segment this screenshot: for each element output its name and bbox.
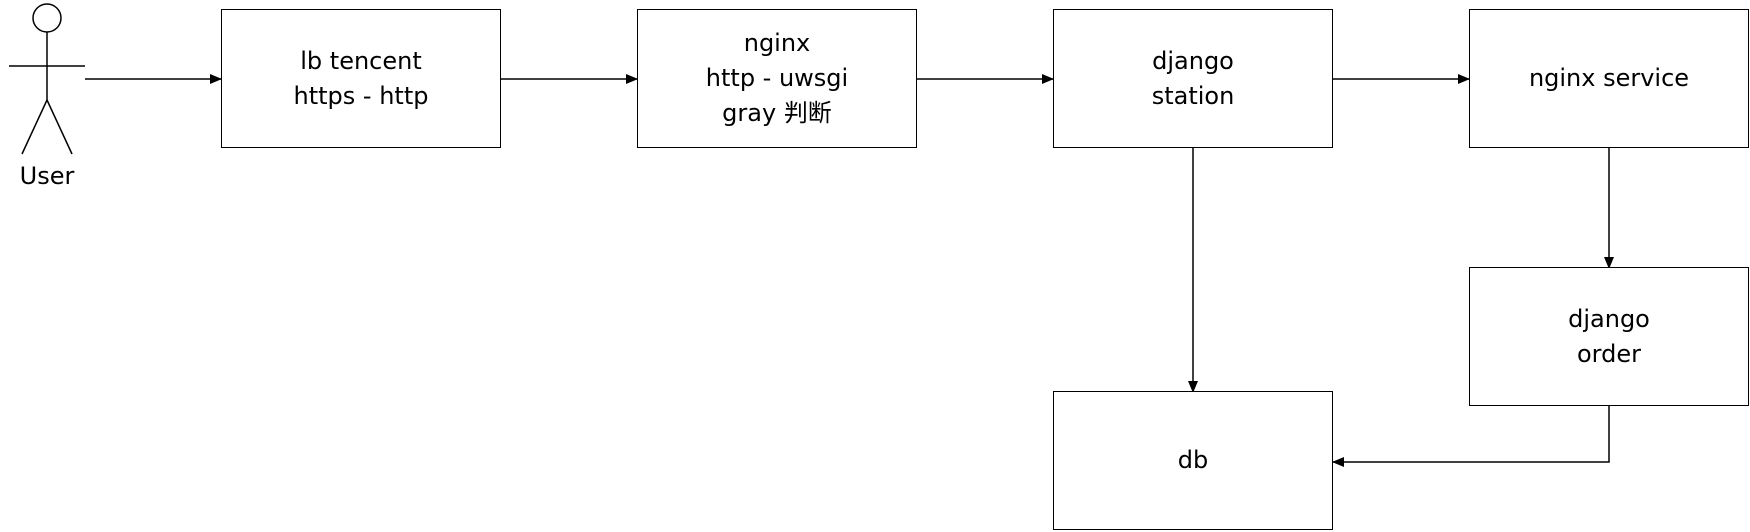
django-station-node: django station: [1053, 9, 1333, 148]
node-label-line: nginx service: [1528, 64, 1690, 92]
node-label-line: db: [1177, 446, 1209, 474]
db-node: db: [1053, 391, 1333, 530]
node-label-line: gray 判断: [722, 99, 832, 127]
node-label-line: nginx: [743, 29, 811, 57]
node-label-line: django: [1568, 304, 1650, 333]
node-label-line: order: [1577, 339, 1641, 368]
user-actor-icon: [9, 3, 85, 155]
node-label-line: lb tencent: [300, 46, 422, 75]
user-label: User: [19, 162, 75, 190]
node-label-line: station: [1151, 81, 1235, 110]
node-label-line: http - uwsgi: [705, 64, 849, 92]
node-label-line: django: [1152, 46, 1234, 75]
django-order-node: django order: [1469, 267, 1749, 406]
node-label-line: https - http: [293, 81, 429, 110]
nginx-service-node: nginx service: [1469, 9, 1749, 148]
nginx-node: nginx http - uwsgi gray 判断: [637, 9, 917, 148]
lb-tencent-node: lb tencent https - http: [221, 9, 501, 148]
edge-django-order-to-db: [1332, 406, 1610, 467]
